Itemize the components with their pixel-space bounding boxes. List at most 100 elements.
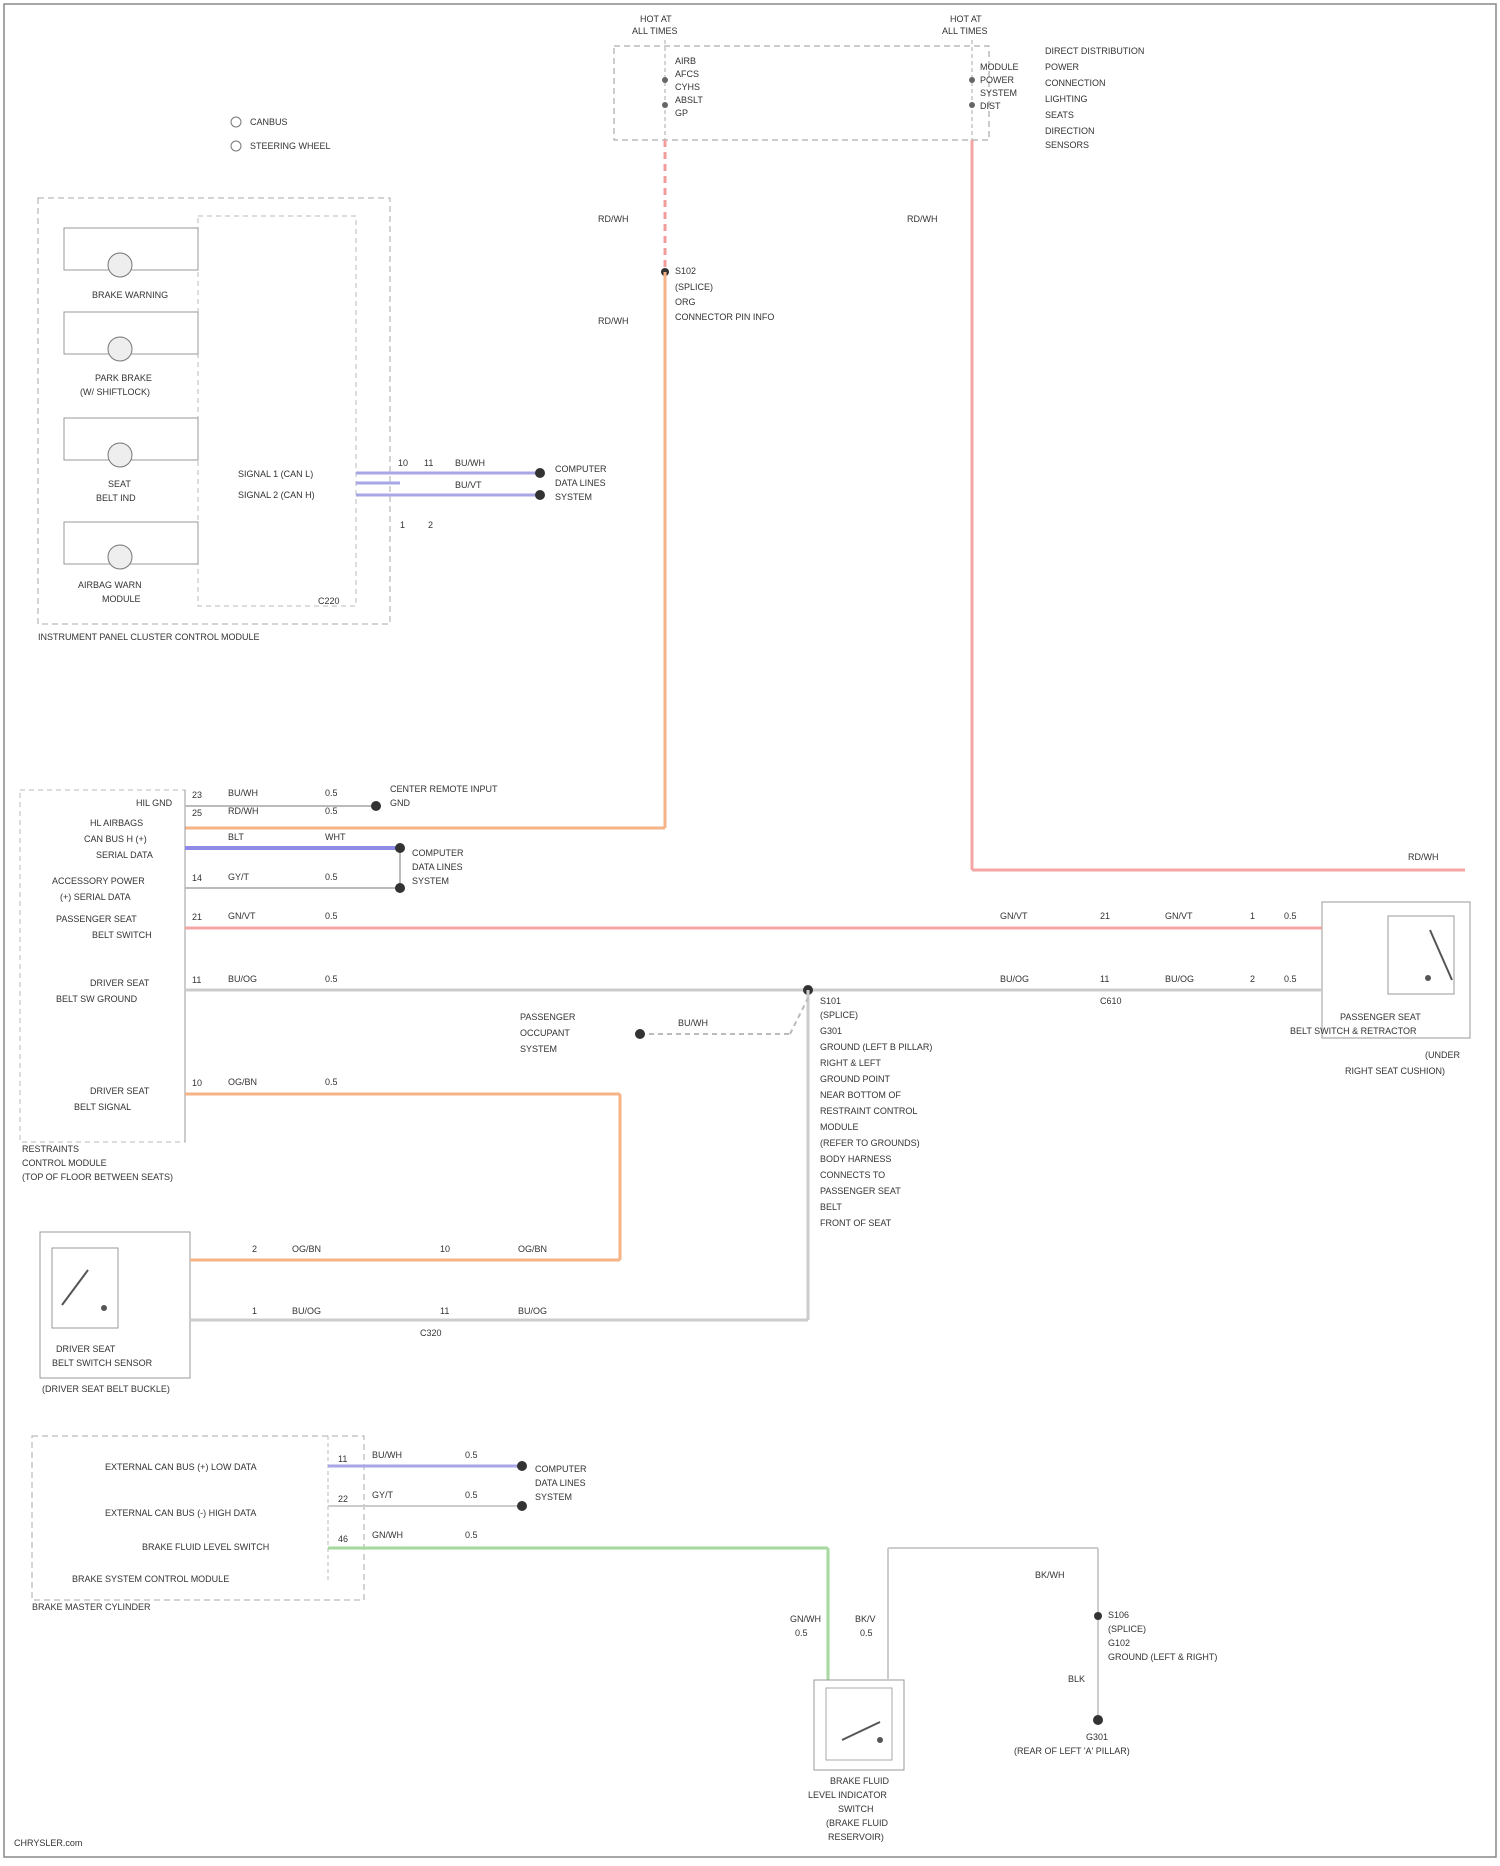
cluster-signal-0: SIGNAL 1 (CAN L) xyxy=(238,469,313,479)
ps-wire-1: GN/VT xyxy=(1165,911,1193,921)
rcm-pin-num-6: 21 xyxy=(192,912,202,922)
rcm-wire-0: BU/WH xyxy=(228,788,258,798)
ground-splice-labels: S101 (SPLICE) G301 GROUND (LEFT B PILLAR… xyxy=(520,996,932,1228)
rcm-gauge-10: 0.5 xyxy=(325,1077,338,1087)
ds-title-0: DRIVER SEAT xyxy=(56,1344,116,1354)
gb-splice-2: G102 xyxy=(1108,1638,1130,1648)
park-lamp-icon xyxy=(108,337,132,361)
right-desc-4: SEATS xyxy=(1045,110,1074,120)
bm-can-2: SYSTEM xyxy=(535,1492,572,1502)
legend-canbus: CANBUS xyxy=(250,117,288,127)
gs-12: PASSENGER SEAT xyxy=(820,1186,901,1196)
fuse-wire-label-1: RD/WH xyxy=(907,214,938,224)
brake-module: EXTERNAL CAN BUS (+) LOW DATA EXTERNAL C… xyxy=(32,1436,828,1680)
fluid-switch: GN/WH 0.5 BK/V 0.5 BRAKE FLUID LEVEL IND… xyxy=(790,1548,1103,1842)
gb-wire: BK/WH xyxy=(1035,1570,1065,1580)
driver-belt-switch: OG/BN OG/BN BU/OG BU/OG 10 2 11 1 C320 D… xyxy=(40,1232,547,1394)
ps-pin-2: 11 xyxy=(1100,974,1109,984)
gb-label-0: G301 xyxy=(1086,1732,1108,1742)
rcm-pin-label-7: BELT SWITCH xyxy=(92,930,152,940)
ps-wire-3: BU/OG xyxy=(1165,974,1194,984)
ps-gauge-0: 0.5 xyxy=(1284,911,1297,921)
rcm-wire-2: BLT xyxy=(228,832,244,842)
fs-left-wire-1: 0.5 xyxy=(795,1628,808,1638)
power-wires: RD/WH RD/WH RD/WH S102 (SPLICE) ORG CONN… xyxy=(185,140,1465,870)
cluster-title: INSTRUMENT PANEL CLUSTER CONTROL MODULE xyxy=(38,632,260,642)
rcm-pin-label-6: PASSENGER SEAT xyxy=(56,914,137,924)
bm-title: BRAKE SYSTEM CONTROL MODULE xyxy=(72,1574,229,1584)
cluster-can-target-2: SYSTEM xyxy=(555,492,592,502)
rcm-gauge-0: 0.5 xyxy=(325,788,338,798)
rcm-pin-num-4: 14 xyxy=(192,873,202,883)
rcm-gauge-2: WHT xyxy=(325,832,346,842)
gs-10: BODY HARNESS xyxy=(820,1154,891,1164)
watermark: CHRYSLER.com xyxy=(14,1838,82,1848)
ps-sub-0: (UNDER xyxy=(1425,1050,1460,1060)
gs-6: NEAR BOTTOM OF xyxy=(820,1090,901,1100)
bm-row-gauge-1: 0.5 xyxy=(465,1490,478,1500)
rcm-wire-10: OG/BN xyxy=(228,1077,257,1087)
bm-can-0: COMPUTER xyxy=(535,1464,587,1474)
passenger-switch-icon xyxy=(1430,930,1452,980)
fs-left-wire-0: GN/WH xyxy=(790,1614,821,1624)
rcm-pin-label-8: DRIVER SEAT xyxy=(90,978,150,988)
ds-title-1: BELT SWITCH SENSOR xyxy=(52,1358,153,1368)
legend: CANBUS STEERING WHEEL xyxy=(231,117,331,151)
bm-sub: BRAKE MASTER CYLINDER xyxy=(32,1602,151,1612)
fuse-wire-label-0: RD/WH xyxy=(598,214,629,224)
ps-conn: C610 xyxy=(1100,996,1122,1006)
occ-2: SYSTEM xyxy=(520,1044,557,1054)
cluster-can-target-0: COMPUTER xyxy=(555,464,607,474)
airbag-lamp-icon xyxy=(108,545,132,569)
fs-right-wire-0: BK/V xyxy=(855,1614,876,1624)
cluster-pin-2: 1 xyxy=(400,520,405,530)
gb-splice-1: (SPLICE) xyxy=(1108,1624,1146,1634)
rcm-wire-8: BU/OG xyxy=(228,974,257,984)
left-fuse-desc-4: GP xyxy=(675,108,688,118)
lamp-sub-3: MODULE xyxy=(102,594,141,604)
gs-7: RESTRAINT CONTROL xyxy=(820,1106,917,1116)
fs-title-1: LEVEL INDICATOR xyxy=(808,1790,887,1800)
rcm-gauge-4: 0.5 xyxy=(325,872,338,882)
lamp-sub-2: BELT IND xyxy=(96,493,136,503)
right-fuse-name: HOT AT xyxy=(950,14,982,24)
rcm-pin-num-10: 10 xyxy=(192,1078,202,1088)
rcm-pin-num-1: 25 xyxy=(192,808,202,818)
lamp-park: PARK BRAKE (W/ SHIFTLOCK) xyxy=(64,312,198,397)
gs-11: CONNECTS TO xyxy=(820,1170,885,1180)
occ-0: PASSENGER xyxy=(520,1012,576,1022)
gb-splice-0: S106 xyxy=(1108,1610,1129,1620)
right-wire-label: RD/WH xyxy=(1408,852,1439,862)
rcm-pin-label-5: (+) SERIAL DATA xyxy=(60,892,131,902)
rcm-top-target-1: GND xyxy=(390,798,411,808)
lamp-sub-1: (W/ SHIFTLOCK) xyxy=(80,387,150,397)
driver-switch-icon xyxy=(62,1270,88,1305)
fs-title-3: (BRAKE FLUID xyxy=(826,1818,889,1828)
mid-splice-1: (SPLICE) xyxy=(675,282,713,292)
rcm-wire-4: GY/T xyxy=(228,872,250,882)
rcm-wire-6: GN/VT xyxy=(228,911,256,921)
ground-block: BK/WH S106 (SPLICE) G102 GROUND (LEFT & … xyxy=(1014,1570,1217,1756)
ps-pin-0: 21 xyxy=(1100,911,1110,921)
rcm-gauge-1: 0.5 xyxy=(325,806,338,816)
rcm-title-2: (TOP OF FLOOR BETWEEN SEATS) xyxy=(22,1172,173,1182)
gs-1: (SPLICE) xyxy=(820,1010,858,1020)
rcm-pin-label-0: HIL GND xyxy=(136,798,173,808)
right-fuse-desc-1: POWER xyxy=(980,75,1015,85)
mid-splice-2: ORG xyxy=(675,297,696,307)
instrument-cluster: BRAKE WARNING PARK BRAKE (W/ SHIFTLOCK) … xyxy=(38,198,390,642)
rcm-gauge-8: 0.5 xyxy=(325,974,338,984)
gb-label-1: (REAR OF LEFT 'A' PILLAR) xyxy=(1014,1746,1130,1756)
rcm-title-0: RESTRAINTS xyxy=(22,1144,79,1154)
bm-row-wire-2: GN/WH xyxy=(372,1530,403,1540)
mid-splice-3: CONNECTOR PIN INFO xyxy=(675,312,774,322)
rcm-pin-num-8: 11 xyxy=(192,975,201,985)
bm-row-gauge-2: 0.5 xyxy=(465,1530,478,1540)
rcm-pin-label-2: CAN BUS H (+) xyxy=(84,834,147,844)
right-fuse-sub: ALL TIMES xyxy=(942,26,988,36)
gs-3: GROUND (LEFT B PILLAR) xyxy=(820,1042,932,1052)
rcm-wire-1: RD/WH xyxy=(228,806,259,816)
occ-1: OCCUPANT xyxy=(520,1028,570,1038)
gs-5: GROUND POINT xyxy=(820,1074,891,1084)
rcm-can-target-1: DATA LINES xyxy=(412,862,463,872)
